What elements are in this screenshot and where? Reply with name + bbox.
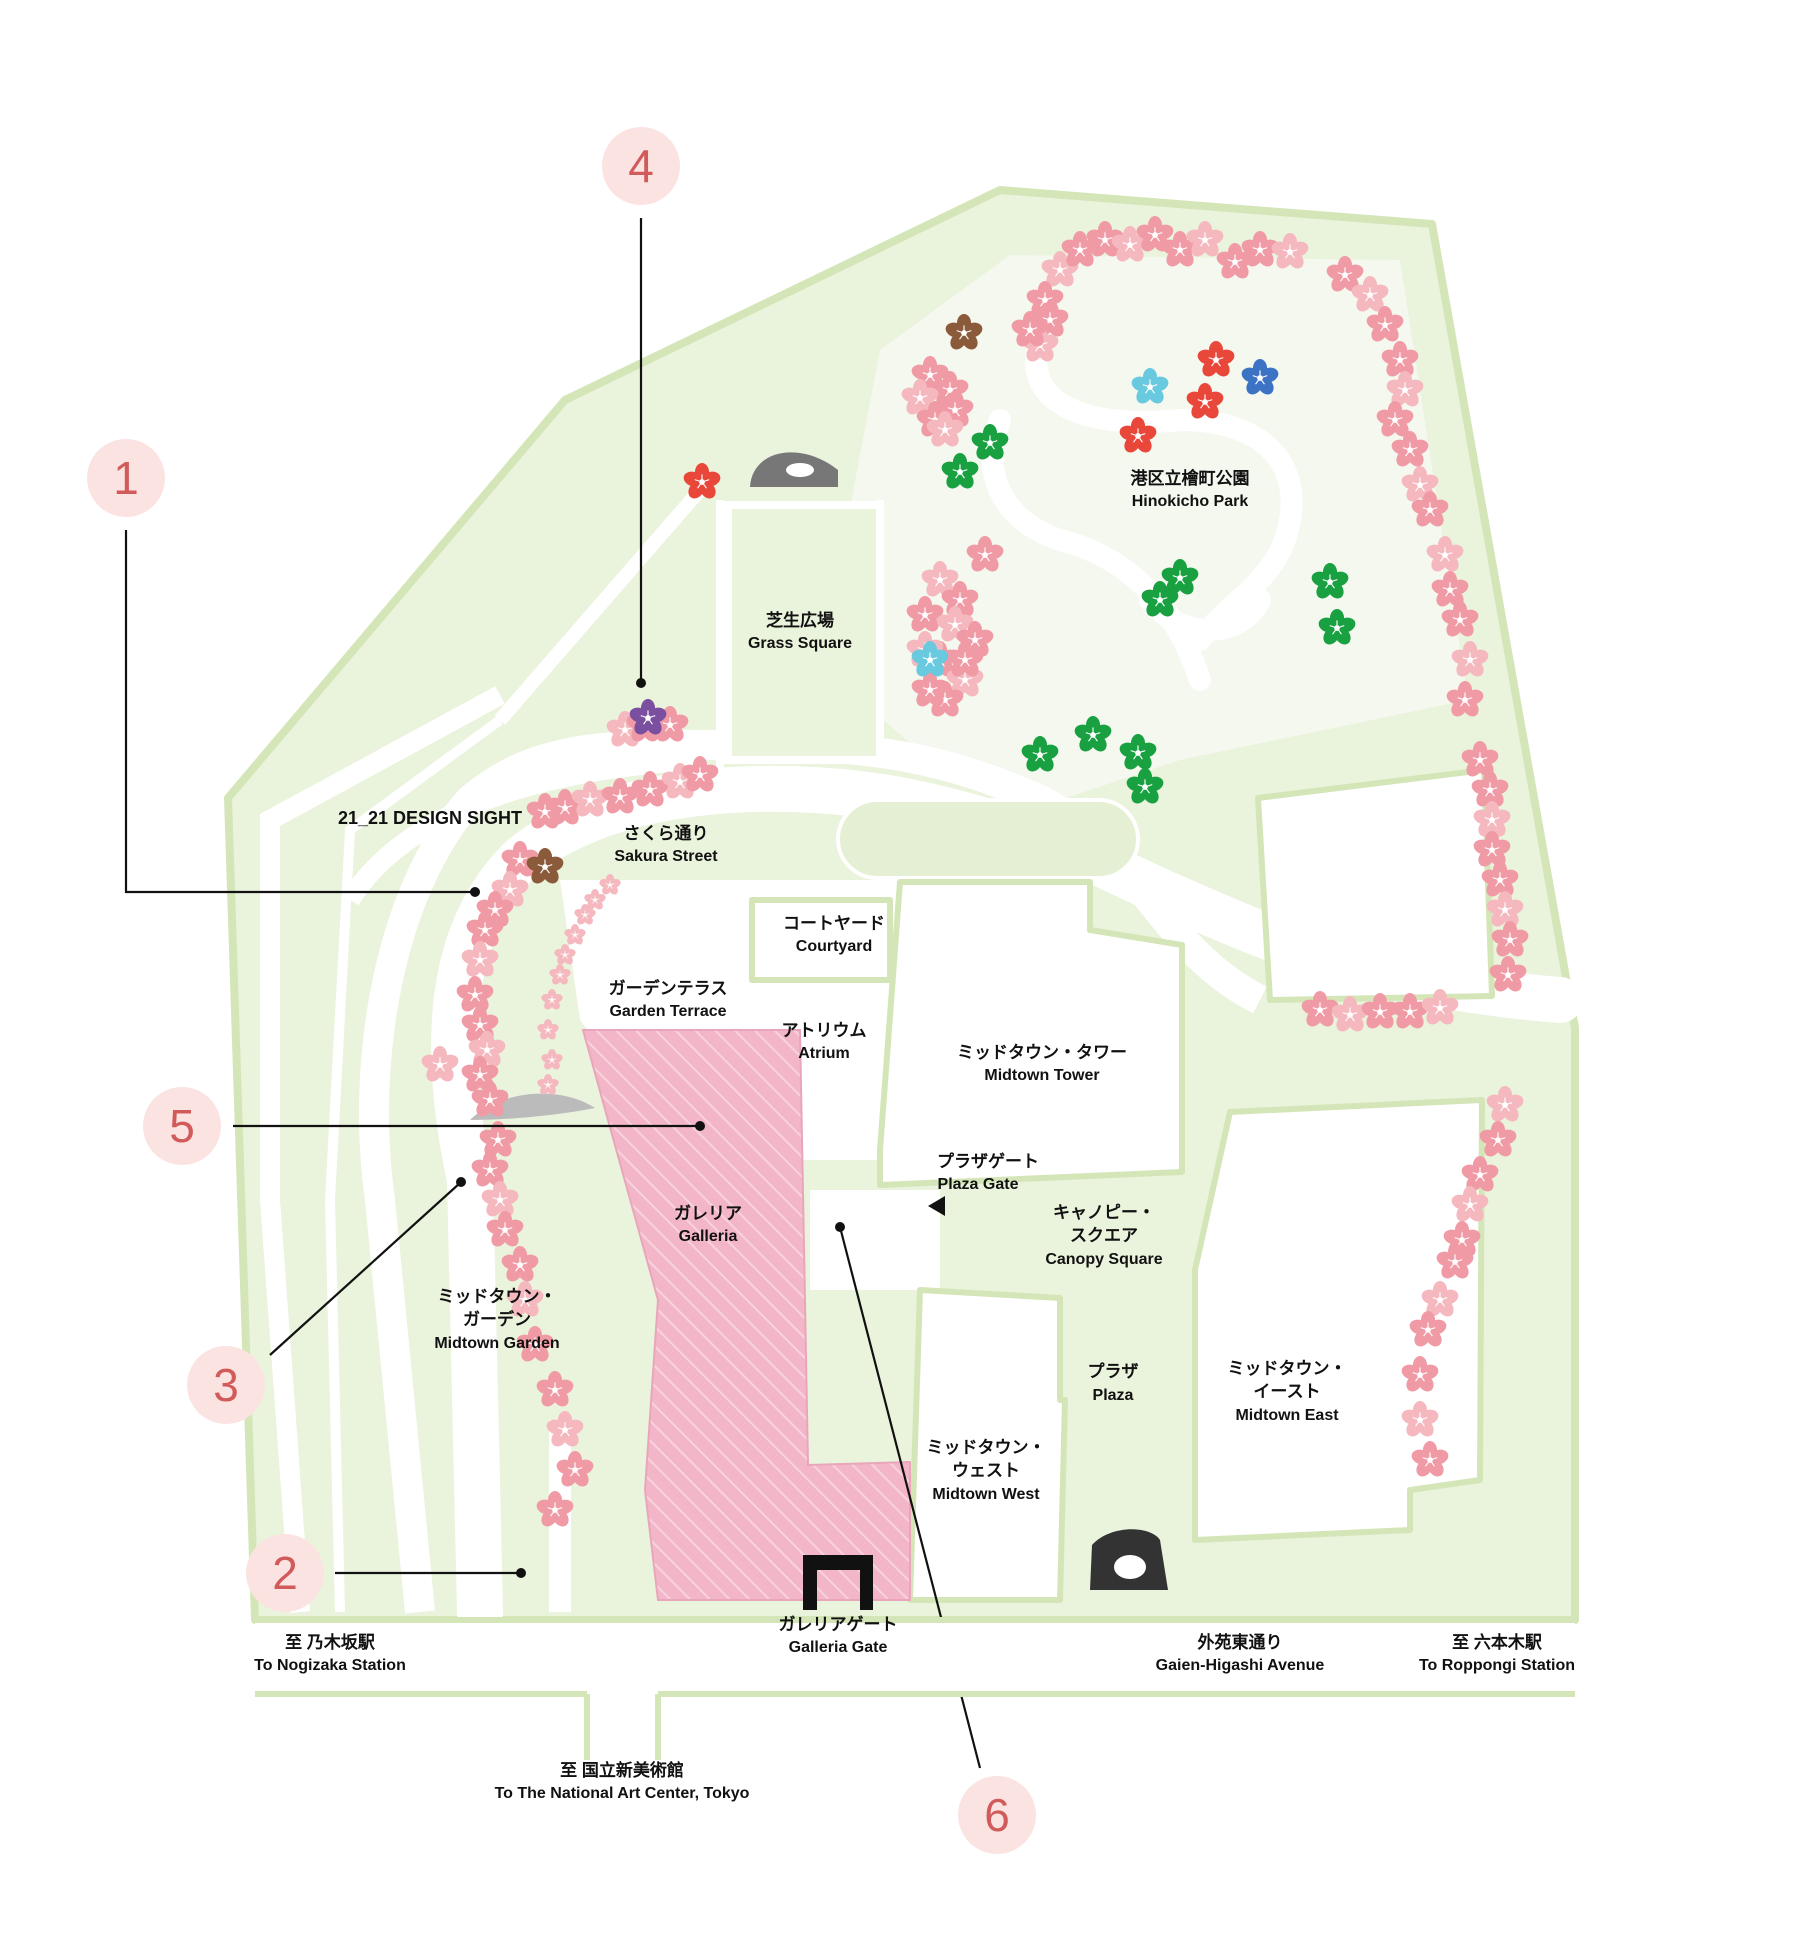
marker-6[interactable]: 6 (958, 1776, 1036, 1854)
marker-1-label: 1 (113, 452, 139, 504)
label-atrium-jp: アトリウム (782, 1021, 867, 1040)
plaza-gate-arrow-icon (928, 1196, 945, 1216)
label-midtown-tower-jp: ミッドタウン・タワー (957, 1043, 1127, 1062)
marker-2-label: 2 (272, 1547, 298, 1599)
marker-leader-dots (456, 678, 845, 1578)
label-midtown-garden-jp-1: ミッドタウン・ (438, 1287, 557, 1306)
galleria-area (581, 1029, 911, 1601)
design-sight-roof-icon (750, 452, 838, 487)
label-midtown-west-jp-1: ミッドタウン・ (927, 1438, 1046, 1457)
label-courtyard-jp: コートヤード (783, 914, 885, 933)
label-roppongi-jp: 至 六本木駅 (1452, 1632, 1543, 1652)
marker-3[interactable]: 3 (187, 1346, 265, 1424)
label-midtown-tower-en: Midtown Tower (984, 1067, 1099, 1084)
place-labels: 21_21 DESIGN SIGHT さくら通り Sakura Street 芝… (338, 468, 1347, 1503)
label-gaien-higashi-jp: 外苑東通り (1198, 1632, 1283, 1652)
gaien-higashi-avenue (255, 1617, 1575, 1760)
label-roppongi-en: To Roppongi Station (1419, 1657, 1575, 1674)
label-sakura-street-jp: さくら通り (624, 824, 709, 843)
marker-5[interactable]: 5 (143, 1087, 221, 1165)
label-galleria-jp: ガレリア (674, 1204, 742, 1223)
label-midtown-west-jp-2: ウェスト (952, 1461, 1020, 1480)
label-canopy-square-jp-1: キャノピー・ (1053, 1203, 1155, 1222)
label-nogizaka-en: To Nogizaka Station (254, 1657, 406, 1674)
label-canopy-square-jp-2: スクエア (1070, 1226, 1138, 1245)
building-hinokicho-annex (1255, 767, 1495, 1003)
galleria-gate-icon (803, 1555, 873, 1610)
label-hinokicho-park-jp: 港区立檜町公園 (1131, 468, 1250, 488)
label-gaien-higashi-en: Gaien-Higashi Avenue (1156, 1657, 1325, 1674)
label-galleria-gate-en: Galleria Gate (789, 1639, 888, 1656)
marker-1[interactable]: 1 (87, 439, 165, 517)
oval-lawn (836, 798, 1140, 880)
hinokicho-park-area (840, 255, 1468, 800)
label-galleria-en: Galleria (679, 1228, 738, 1245)
buildings (749, 767, 1495, 1603)
marker-5-label: 5 (169, 1100, 195, 1152)
label-garden-terrace-jp: ガーデンテラス (609, 978, 728, 998)
marker-2[interactable]: 2 (246, 1534, 324, 1612)
label-national-art-center-jp: 至 国立新美術館 (560, 1760, 684, 1780)
label-grass-square-jp: 芝生広場 (766, 610, 834, 630)
label-sakura-street-en: Sakura Street (614, 848, 718, 865)
marker-4-label: 4 (628, 140, 654, 192)
sculpture-icon (1090, 1529, 1168, 1590)
label-midtown-east-en: Midtown East (1235, 1407, 1339, 1424)
label-design-sight: 21_21 DESIGN SIGHT (338, 808, 522, 828)
label-midtown-west-en: Midtown West (932, 1486, 1040, 1503)
building-courtyard-block (749, 897, 893, 983)
grass-square-block (724, 501, 884, 764)
label-midtown-east-jp-1: ミッドタウン・ (1228, 1359, 1347, 1378)
street-labels: ガレリアゲート Galleria Gate 至 乃木坂駅 To Nogizaka… (254, 1614, 1575, 1802)
marker-4[interactable]: 4 (602, 127, 680, 205)
label-hinokicho-park-en: Hinokicho Park (1132, 493, 1249, 510)
label-nogizaka-jp: 至 乃木坂駅 (285, 1632, 376, 1652)
west-walkways (260, 485, 884, 1613)
label-atrium-en: Atrium (798, 1045, 850, 1062)
label-courtyard-en: Courtyard (796, 938, 872, 955)
label-midtown-garden-en: Midtown Garden (434, 1335, 559, 1352)
label-galleria-gate-jp: ガレリアゲート (779, 1614, 898, 1634)
marker-6-label: 6 (984, 1789, 1010, 1841)
label-garden-terrace-en: Garden Terrace (609, 1003, 726, 1020)
building-midtown-tower (877, 879, 1185, 1188)
label-grass-square-en: Grass Square (748, 635, 852, 652)
label-plaza-jp: プラザ (1088, 1361, 1139, 1381)
marker-3-label: 3 (213, 1359, 239, 1411)
label-midtown-east-jp-2: イースト (1253, 1382, 1320, 1401)
label-plaza-en: Plaza (1093, 1387, 1134, 1404)
label-plaza-gate-en: Plaza Gate (938, 1176, 1019, 1193)
label-national-art-center-en: To The National Art Center, Tokyo (495, 1785, 750, 1802)
label-plaza-gate-jp: プラザゲート (937, 1151, 1039, 1171)
label-midtown-garden-jp-2: ガーデン (463, 1309, 531, 1329)
label-canopy-square-en: Canopy Square (1045, 1251, 1162, 1268)
